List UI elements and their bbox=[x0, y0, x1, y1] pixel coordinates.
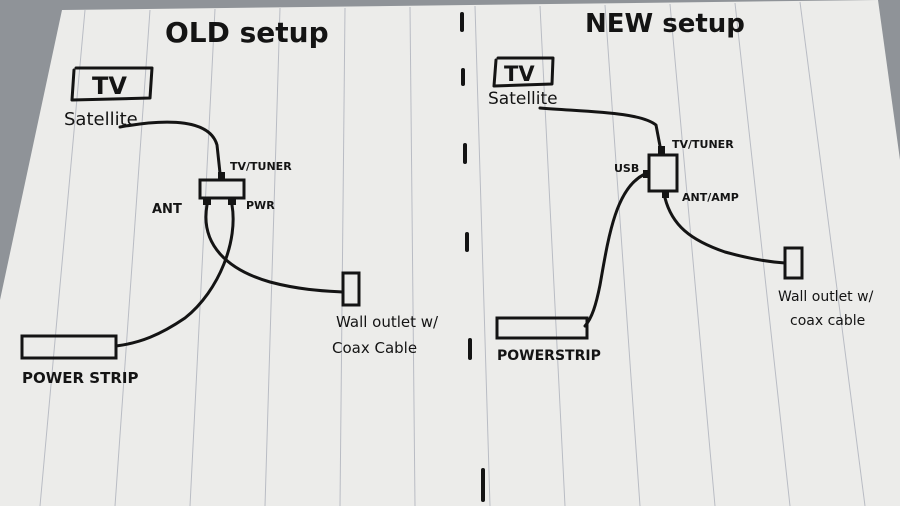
new-port-ant-amp-label: ANT/AMP bbox=[682, 191, 739, 204]
old-wall-outlet-line2: Coax Cable bbox=[332, 339, 417, 357]
new-wall-outlet-line1: Wall outlet w/ bbox=[778, 289, 874, 305]
old-power-strip-label: POWER STRIP bbox=[22, 369, 138, 387]
old-wall-outlet-line1: Wall outlet w/ bbox=[336, 313, 439, 331]
old-satellite-cable bbox=[118, 120, 222, 175]
old-tuner-port-top bbox=[218, 172, 225, 180]
new-setup: NEW setup TV Satellite TV/TUNER USB ANT/… bbox=[488, 9, 874, 364]
ruled-lines bbox=[39, 1, 866, 506]
new-usb-power-cable bbox=[583, 173, 645, 328]
new-power-strip bbox=[495, 316, 589, 340]
new-satellite-label: Satellite bbox=[488, 89, 558, 109]
old-coax-cable bbox=[204, 203, 344, 294]
new-satellite-cable bbox=[538, 106, 662, 148]
old-port-pwr-label: PWR bbox=[246, 199, 275, 212]
new-setup-title: NEW setup bbox=[585, 9, 745, 39]
new-wall-outlet bbox=[783, 246, 804, 280]
old-tuner-port-pwr bbox=[228, 197, 236, 205]
old-port-ant-label: ANT bbox=[152, 202, 182, 217]
new-port-usb-label: USB bbox=[614, 162, 639, 175]
old-satellite-label: Satellite bbox=[64, 109, 138, 130]
new-tv-box: TV bbox=[492, 56, 555, 88]
new-tv-label: TV bbox=[504, 62, 535, 86]
old-setup-title: OLD setup bbox=[165, 16, 329, 49]
old-tv-label: TV bbox=[92, 72, 127, 100]
new-tuner-port-top bbox=[658, 146, 665, 155]
old-port-tv-tuner-label: TV/TUNER bbox=[230, 160, 292, 173]
old-power-strip bbox=[20, 334, 118, 360]
new-tuner-port-usb bbox=[643, 170, 649, 178]
center-divider bbox=[460, 12, 485, 502]
new-power-strip-label: POWERSTRIP bbox=[497, 348, 601, 364]
new-coax-cable bbox=[663, 196, 787, 265]
old-tuner-port-ant bbox=[203, 197, 211, 205]
old-setup: OLD setup TV Satellite TV/TUNER ANT PWR … bbox=[20, 16, 439, 387]
old-power-cable bbox=[114, 203, 235, 348]
new-tuner-port-ant bbox=[662, 190, 669, 198]
new-wall-outlet-line2: coax cable bbox=[790, 313, 865, 329]
old-tv-box: TV bbox=[70, 66, 154, 102]
new-port-tv-tuner-label: TV/TUNER bbox=[672, 138, 734, 151]
old-wall-outlet bbox=[341, 271, 361, 307]
